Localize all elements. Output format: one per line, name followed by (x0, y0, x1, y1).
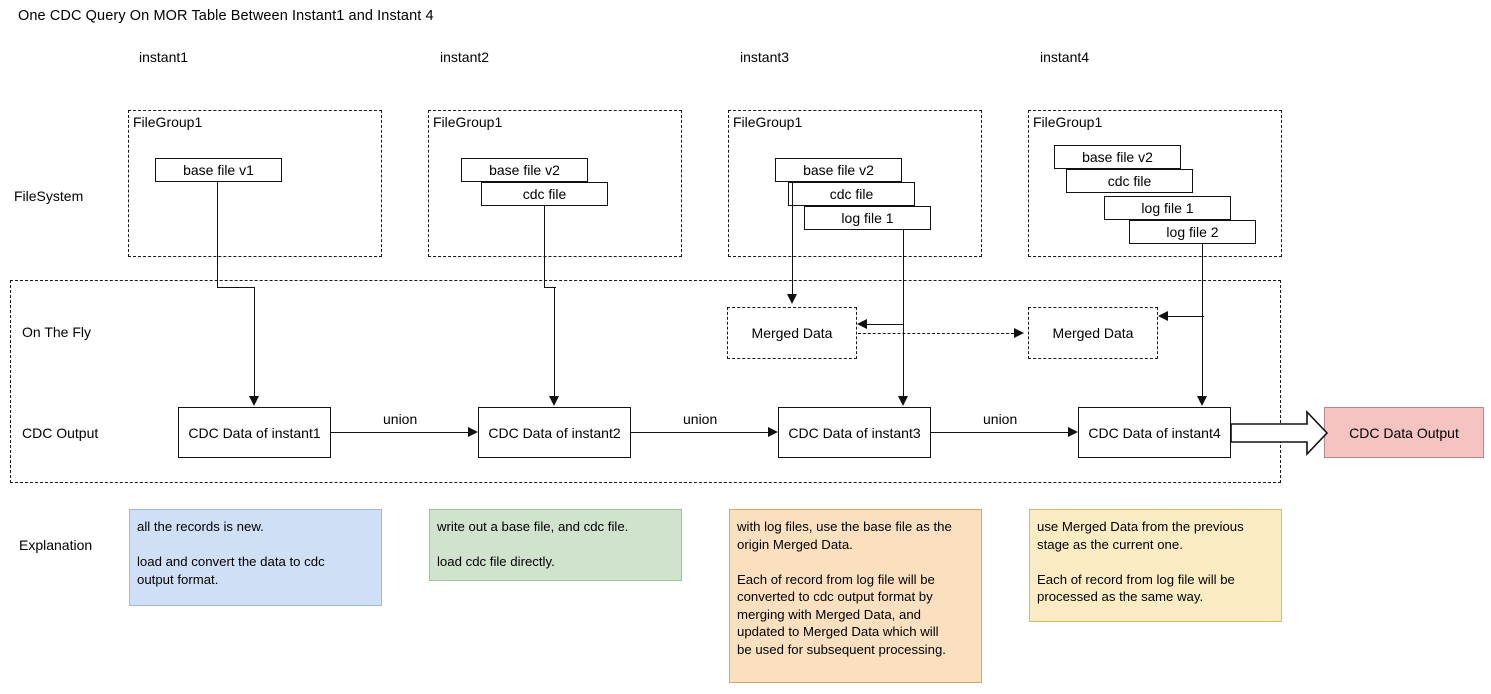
cdc-data-box-instant1[interactable]: CDC Data of instant1 (178, 407, 331, 458)
filegroup-box-instant1: FileGroup1 (128, 110, 382, 257)
connector-branch-merged-instant4 (1168, 316, 1204, 318)
connector-instant2-segment-b (544, 287, 556, 289)
arrow-right-union-1 (468, 427, 478, 437)
arrow-right-union-2 (768, 427, 778, 437)
connector-log-to-cdc-instant3 (903, 230, 905, 397)
explanation-box-instant4: use Merged Data from the previous stage … (1029, 509, 1282, 622)
connector-instant1-segment-b (217, 287, 255, 289)
connector-base-to-merged-instant3 (792, 182, 794, 295)
arrow-down-cdc-instant4 (1197, 396, 1207, 406)
filegroup-title: FileGroup1 (433, 114, 503, 130)
column-header-instant1: instant1 (139, 49, 189, 65)
filegroup-box-instant3: FileGroup1 (728, 110, 982, 257)
filegroup-title: FileGroup1 (133, 114, 203, 130)
row-label-on-the-fly: On The Fly (22, 324, 91, 340)
connector-instant2-segment-c (554, 287, 556, 397)
file-box-cdc-file[interactable]: cdc file (788, 182, 915, 206)
arrow-right-merged-dashed (1014, 328, 1024, 338)
cdc-data-output-box[interactable]: CDC Data Output (1324, 407, 1484, 458)
arrow-left-merged-instant3 (857, 319, 867, 329)
explanation-box-instant1: all the records is new. load and convert… (129, 509, 382, 606)
file-box-base-file-v1[interactable]: base file v1 (155, 158, 282, 182)
file-box-base-file-v2[interactable]: base file v2 (461, 158, 588, 182)
connector-log-to-cdc-instant4 (1202, 244, 1204, 397)
page-title: One CDC Query On MOR Table Between Insta… (18, 8, 434, 24)
row-label-explanation: Explanation (19, 537, 93, 553)
arrow-down-merged-instant3 (787, 294, 797, 304)
column-header-instant4: instant4 (1040, 49, 1090, 65)
cdc-data-box-instant4[interactable]: CDC Data of instant4 (1078, 407, 1231, 458)
arrow-right-union-3 (1068, 427, 1078, 437)
file-box-cdc-file[interactable]: cdc file (481, 182, 608, 206)
explanation-box-instant3: with log files, use the base file as the… (729, 509, 982, 683)
union-label-2: union (683, 411, 718, 427)
connector-merged-to-merged-dashed (858, 333, 1014, 334)
filegroup-box-instant2: FileGroup1 (428, 110, 682, 257)
connector-union-3 (931, 432, 1068, 434)
connector-branch-merged-instant3 (867, 324, 904, 326)
row-label-cdc-output: CDC Output (22, 425, 99, 441)
connector-instant1-segment-a (217, 182, 219, 288)
filegroup-box-instant4: FileGroup1 (1028, 110, 1282, 257)
cdc-data-box-instant3[interactable]: CDC Data of instant3 (778, 407, 931, 458)
union-label-1: union (383, 411, 418, 427)
connector-union-1 (331, 432, 468, 434)
explanation-box-instant2: write out a base file, and cdc file. loa… (429, 509, 682, 581)
union-label-3: union (983, 411, 1018, 427)
merged-data-box-instant4[interactable]: Merged Data (1028, 307, 1158, 359)
arrow-down-instant2 (549, 396, 559, 406)
filegroup-title: FileGroup1 (733, 114, 803, 130)
column-header-instant2: instant2 (440, 49, 490, 65)
file-box-log-file-2[interactable]: log file 2 (1129, 220, 1256, 244)
file-box-cdc-file[interactable]: cdc file (1066, 169, 1193, 193)
merged-data-box-instant3[interactable]: Merged Data (727, 307, 857, 359)
arrow-down-cdc-instant3 (898, 396, 908, 406)
row-label-filesystem: FileSystem (14, 188, 84, 204)
block-arrow-to-output (1230, 410, 1329, 456)
column-header-instant3: instant3 (740, 49, 790, 65)
file-box-log-file-1[interactable]: log file 1 (1104, 196, 1231, 220)
flow-container (10, 280, 1281, 483)
connector-union-2 (631, 432, 768, 434)
connector-instant1-segment-c (254, 287, 256, 397)
filegroup-title: FileGroup1 (1033, 114, 1103, 130)
file-box-log-file-1[interactable]: log file 1 (804, 206, 931, 230)
cdc-data-box-instant2[interactable]: CDC Data of instant2 (478, 407, 631, 458)
arrow-down-instant1 (249, 396, 259, 406)
arrow-left-merged-instant4 (1158, 311, 1168, 321)
file-box-base-file-v2[interactable]: base file v2 (1054, 145, 1181, 169)
connector-instant2-segment-a (544, 206, 546, 288)
file-box-base-file-v2[interactable]: base file v2 (775, 158, 902, 182)
